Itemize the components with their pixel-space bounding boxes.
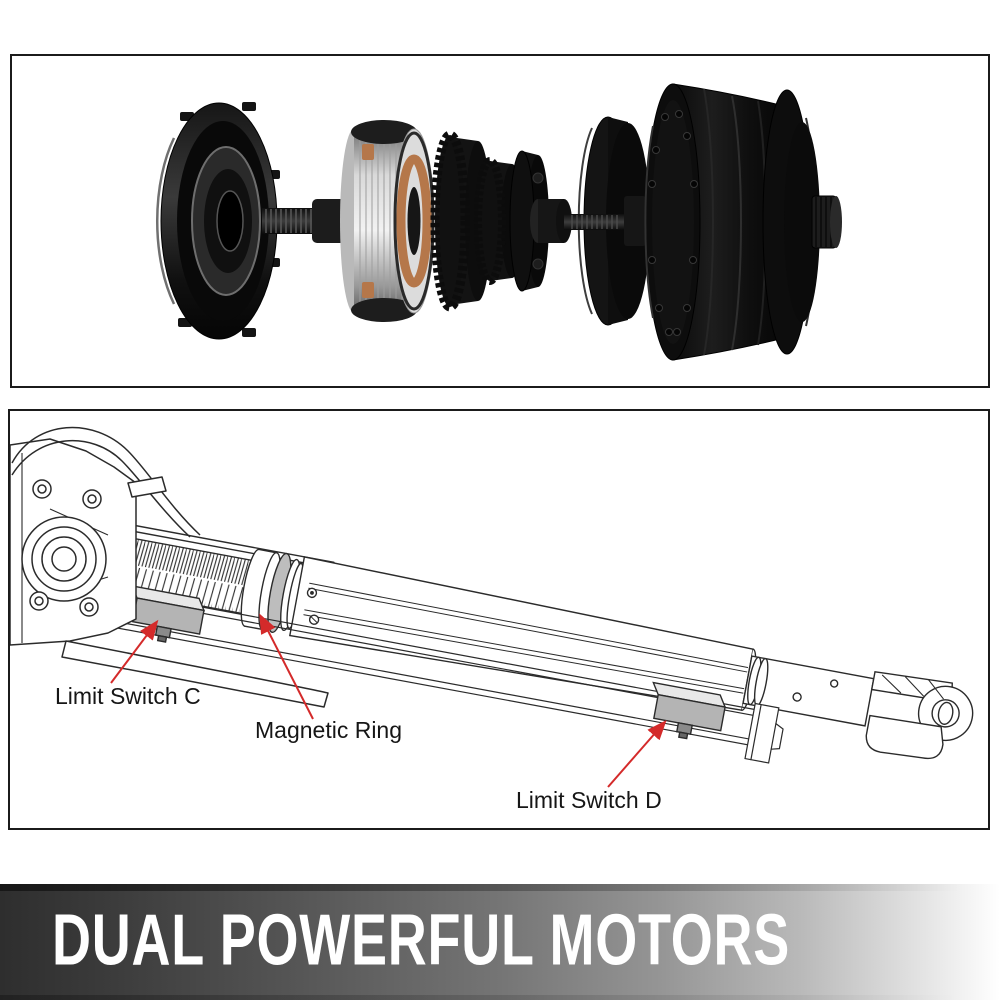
label-limit-switch-d: Limit Switch D bbox=[516, 787, 662, 813]
rear-axle bbox=[530, 199, 572, 243]
stator bbox=[340, 120, 435, 322]
mounting-rail bbox=[52, 585, 784, 764]
arrow-limit-switch-c bbox=[110, 619, 159, 684]
arrow-magnetic-ring bbox=[259, 613, 314, 720]
hub-drum bbox=[644, 83, 842, 361]
rear-shaft bbox=[564, 196, 646, 246]
exploded-motor-illustration bbox=[156, 83, 842, 361]
label-limit-switch-c: Limit Switch C bbox=[55, 683, 201, 709]
callout-arrows bbox=[110, 613, 667, 788]
gearbox-housing bbox=[10, 426, 329, 708]
label-magnetic-ring: Magnetic Ring bbox=[255, 717, 403, 743]
banner: DUAL POWERFUL MOTORS bbox=[0, 884, 1000, 1000]
end-cover bbox=[156, 102, 280, 340]
arrow-limit-switch-d bbox=[607, 719, 667, 788]
actuator-line-drawing bbox=[10, 426, 974, 788]
clevis-end bbox=[865, 671, 974, 760]
actuator-diagram-panel: Limit Switch C Magnetic Ring Limit Switc… bbox=[8, 409, 990, 830]
limit-switch-c-part bbox=[131, 585, 206, 643]
limit-switch-d-part bbox=[652, 681, 727, 740]
banner-title: DUAL POWERFUL MOTORS bbox=[52, 900, 791, 981]
exploded-motor-panel bbox=[10, 54, 990, 388]
actuator-body bbox=[52, 520, 974, 764]
